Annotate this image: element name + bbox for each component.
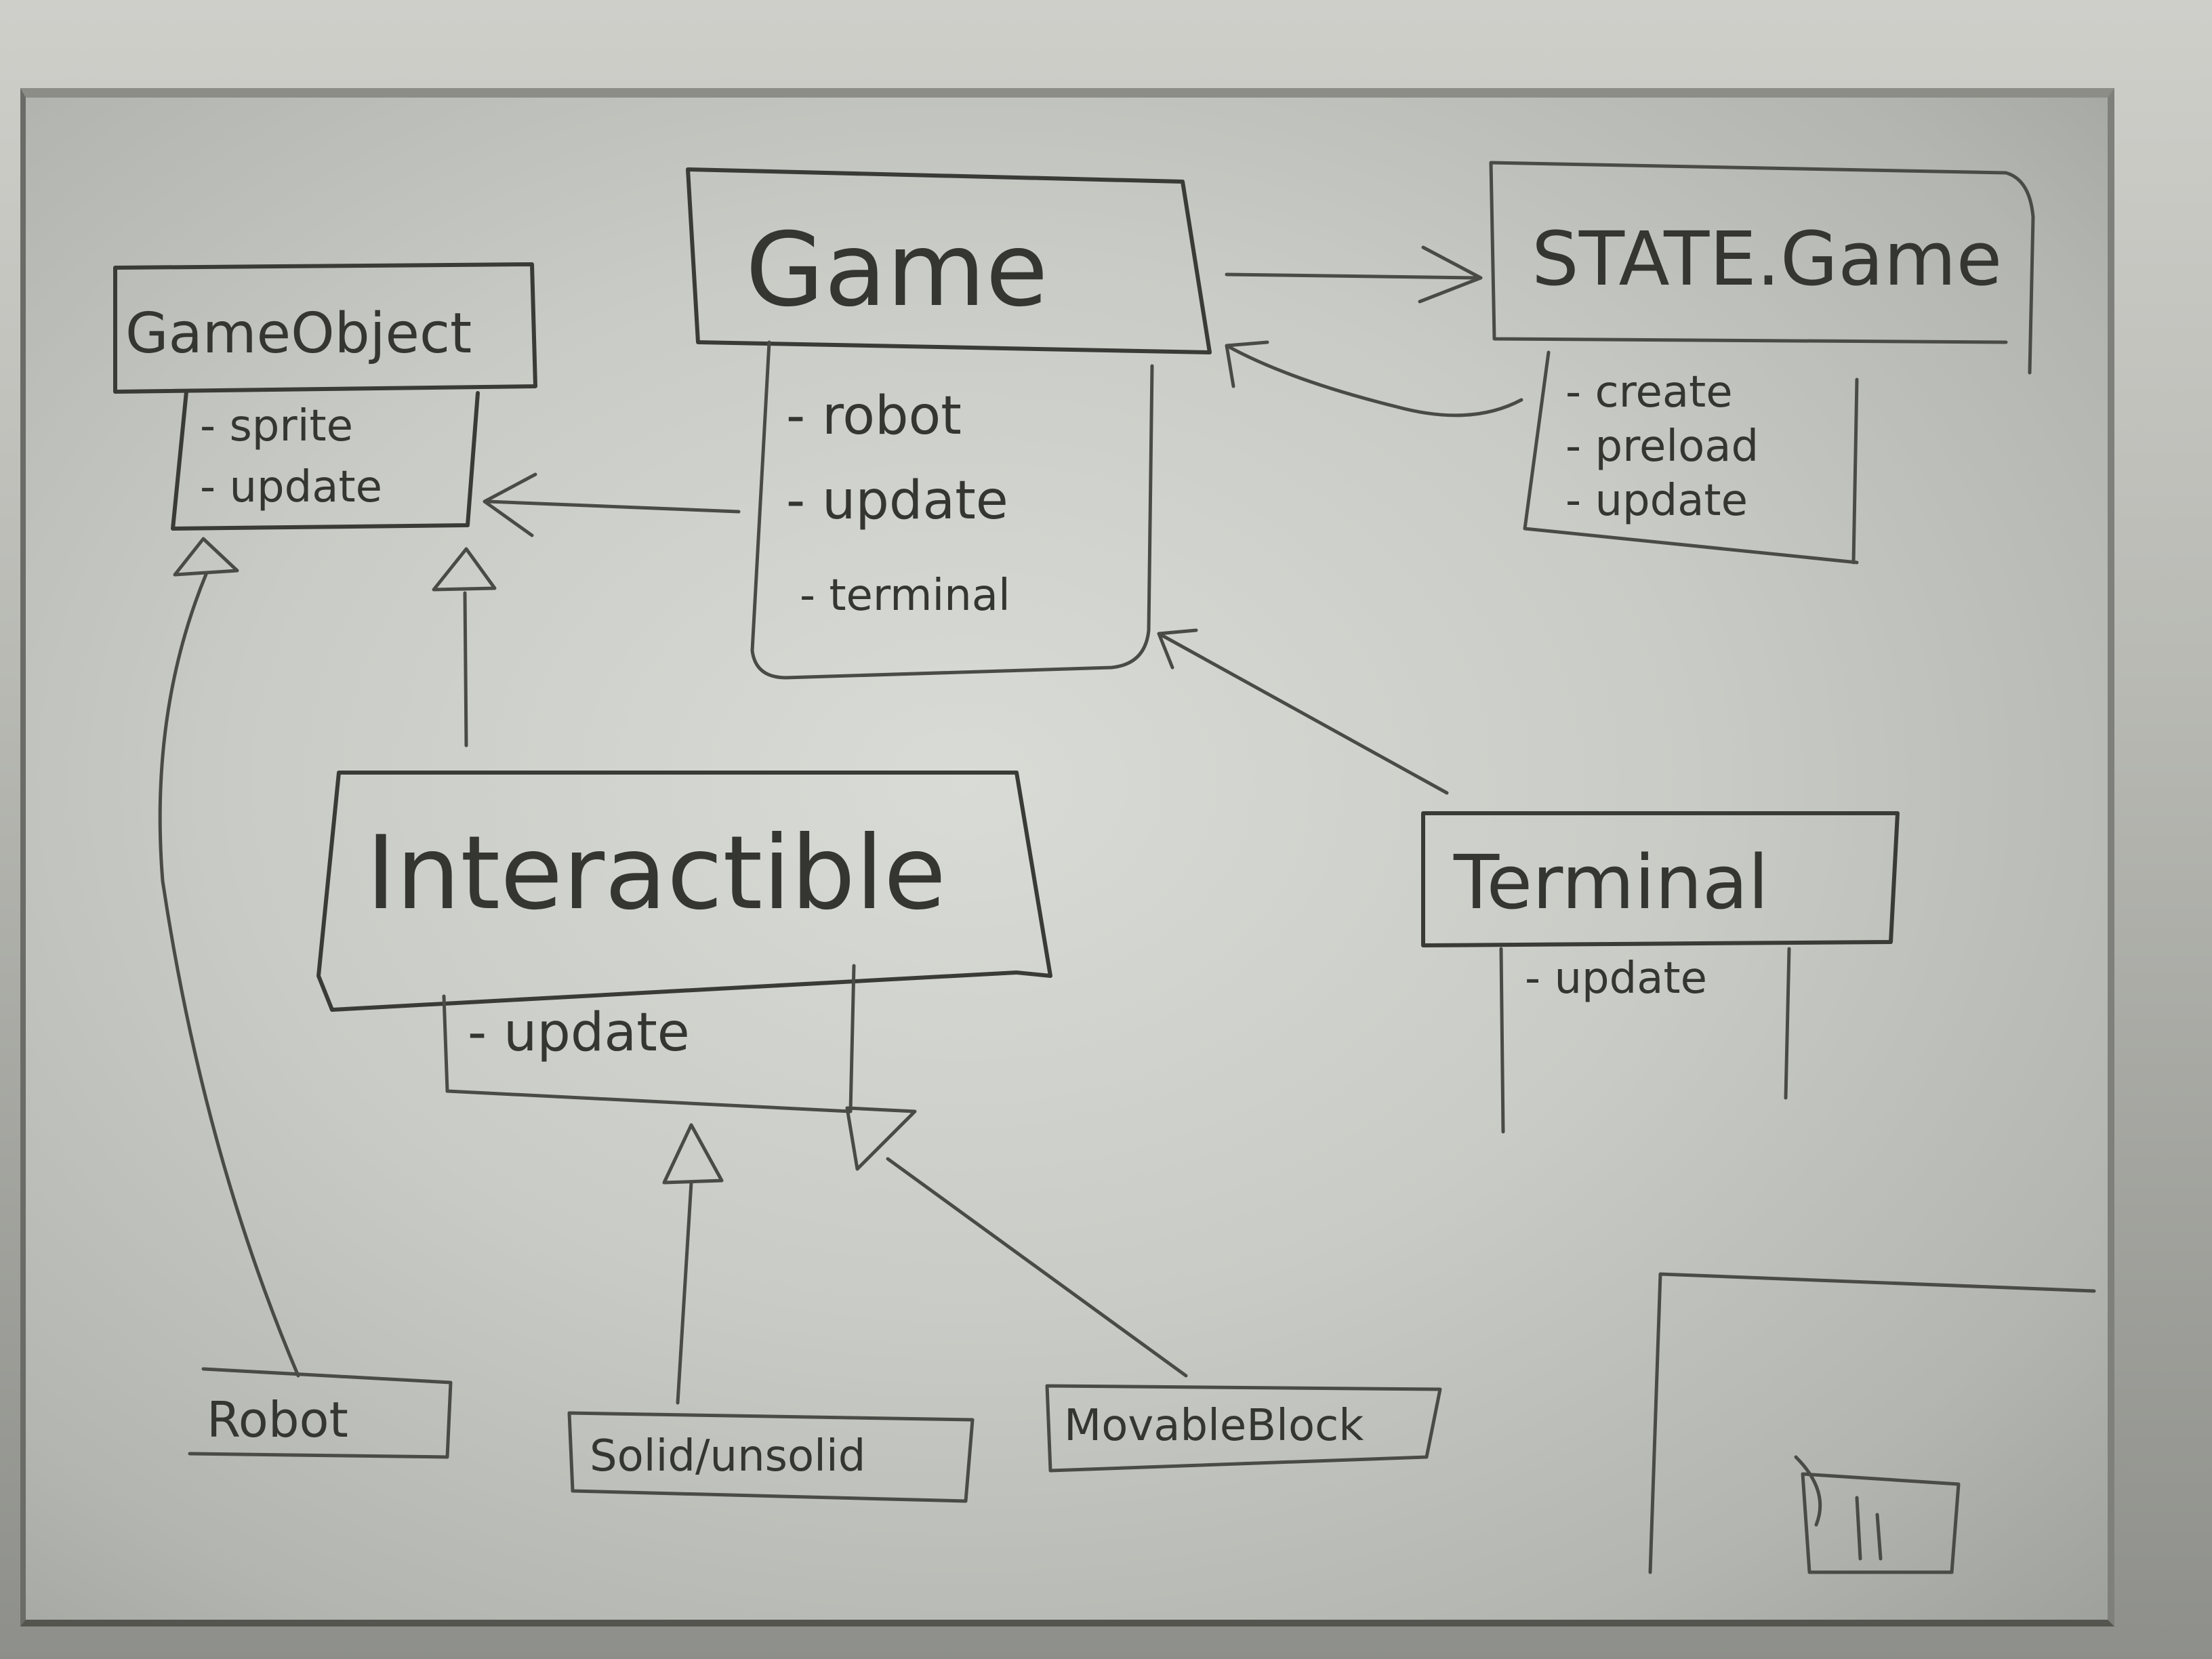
game-members-box — [750, 340, 1154, 680]
terminal-member-update: - update — [1525, 954, 1707, 1004]
inherit-interactible-line — [463, 591, 468, 747]
terminal-title: Terminal — [1453, 839, 1769, 926]
solid-title: Solid/unsolid — [590, 1431, 865, 1481]
terminal-header-box — [1421, 811, 1900, 947]
game-object-member-update: - update — [200, 462, 382, 512]
class-solid-unsolid: Solid/unsolid — [567, 1411, 975, 1503]
arrow-terminal-to-game — [1157, 628, 1449, 795]
game-member-update: - update — [786, 470, 1008, 531]
interactible-members-box — [442, 964, 856, 1113]
game-object-members-box — [171, 390, 480, 531]
state-game-member-create: - create — [1565, 367, 1733, 417]
solid-box — [567, 1411, 975, 1503]
state-game-member-preload: - preload — [1565, 422, 1759, 472]
movable-block-title: MovableBlock — [1064, 1401, 1364, 1451]
erased-sketch — [1648, 1272, 2096, 1574]
inherit-movable-triangle — [845, 1106, 917, 1171]
terminal-members-box — [1499, 947, 1791, 1134]
interactible-member-update: - update — [468, 1002, 690, 1063]
inherit-solid-triangle — [662, 1123, 724, 1185]
inherit-solid-line — [676, 1181, 693, 1405]
inherit-robot-line — [158, 571, 300, 1378]
inherit-interactible-triangle — [432, 547, 497, 592]
game-member-terminal: - terminal — [800, 571, 1010, 621]
interactible-header-box — [316, 771, 1052, 1012]
class-game: Game - robot - update - terminal — [686, 167, 1212, 680]
arrow-game-to-gameobject — [483, 472, 741, 537]
movable-block-box — [1045, 1384, 1442, 1473]
game-object-title: GameObject — [125, 302, 472, 366]
class-terminal: Terminal - update — [1421, 811, 1900, 1134]
game-object-header-box — [113, 262, 537, 394]
game-object-member-sprite: - sprite — [200, 401, 353, 451]
state-game-title: STATE.Game — [1532, 216, 2002, 302]
inherit-movable-line — [886, 1157, 1188, 1378]
arrow-game-to-state — [1225, 245, 1483, 304]
class-state-game: STATE.Game - create - preload - update — [1489, 161, 2035, 565]
game-header-box — [686, 167, 1212, 354]
whiteboard — [20, 88, 2114, 1626]
game-member-robot: - robot — [786, 386, 962, 447]
state-game-member-update: - update — [1565, 476, 1748, 526]
interactible-title: Interactible — [366, 815, 946, 933]
state-game-header-box — [1489, 161, 2035, 375]
class-interactible: Interactible - update — [316, 771, 1052, 1113]
class-movable-block: MovableBlock — [1045, 1384, 1442, 1473]
state-game-members-box — [1523, 350, 1859, 565]
inherit-robot-triangle — [173, 537, 239, 577]
class-game-object: GameObject - sprite - update — [113, 262, 537, 531]
robot-title: Robot — [207, 1391, 348, 1448]
class-robot: Robot — [188, 1367, 453, 1459]
arrow-state-to-game — [1225, 340, 1523, 417]
robot-box — [188, 1367, 453, 1459]
game-title: Game — [745, 211, 1048, 329]
